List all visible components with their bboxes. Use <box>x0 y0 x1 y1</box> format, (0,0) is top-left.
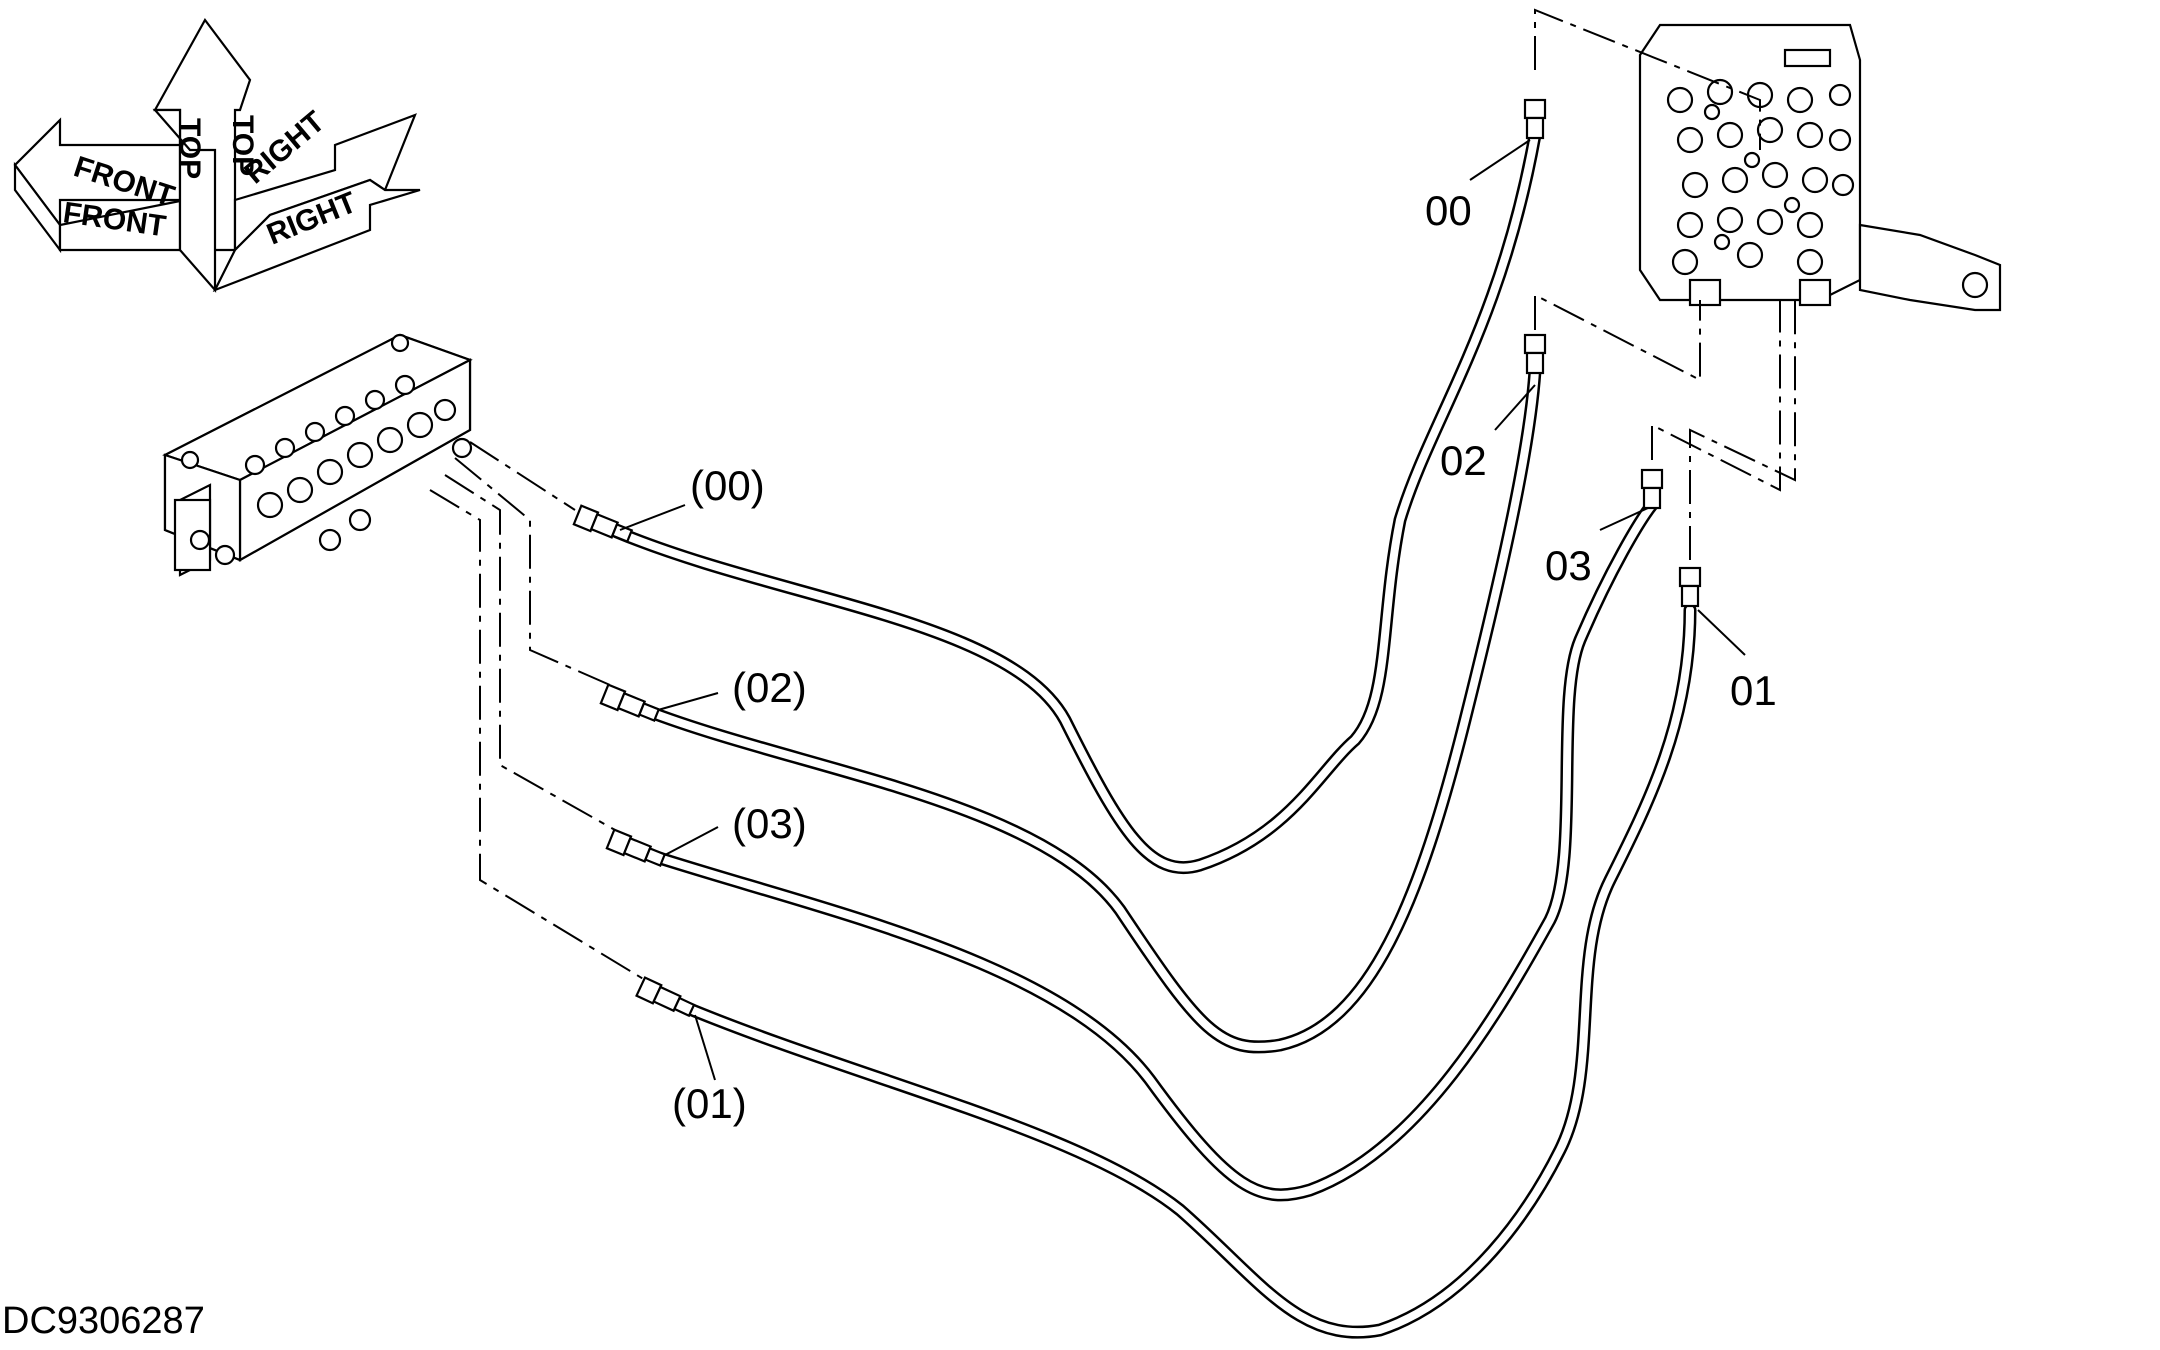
hose-fittings <box>572 98 1702 1018</box>
front-arrow-icon <box>13 117 187 229</box>
pilot-valve-block-left <box>162 333 473 577</box>
label-up-01: 01 <box>1730 667 1777 714</box>
hose-01 <box>673 603 1697 1339</box>
valve-ports-left <box>189 374 473 566</box>
hose-labels: 00 02 03 01 (00) (02) (03) (01) <box>672 187 1777 1127</box>
top-label-left: TOP <box>173 118 206 179</box>
valve-ports-right <box>1666 78 1855 276</box>
label-up-03: 03 <box>1545 542 1592 589</box>
hose-02 <box>638 363 1542 1054</box>
label-lo-02: (02) <box>732 664 807 711</box>
document-id: DC9306287 <box>2 1300 205 1342</box>
hose-00 <box>610 128 1542 875</box>
label-lo-00: (00) <box>690 462 765 509</box>
label-lo-03: (03) <box>732 800 807 847</box>
leader-lines <box>619 139 1746 1081</box>
hose-03 <box>643 498 1659 1202</box>
label-up-02: 02 <box>1440 437 1487 484</box>
connection-centerlines <box>429 8 1796 981</box>
control-valve-block-right <box>1638 23 2002 312</box>
orientation-indicator: FRONT FRONT TOP TOP RIGHT RIGHT <box>13 17 421 293</box>
label-lo-01: (01) <box>672 1080 747 1127</box>
label-up-00: 00 <box>1425 187 1472 234</box>
top-label-right: TOP <box>226 115 259 176</box>
